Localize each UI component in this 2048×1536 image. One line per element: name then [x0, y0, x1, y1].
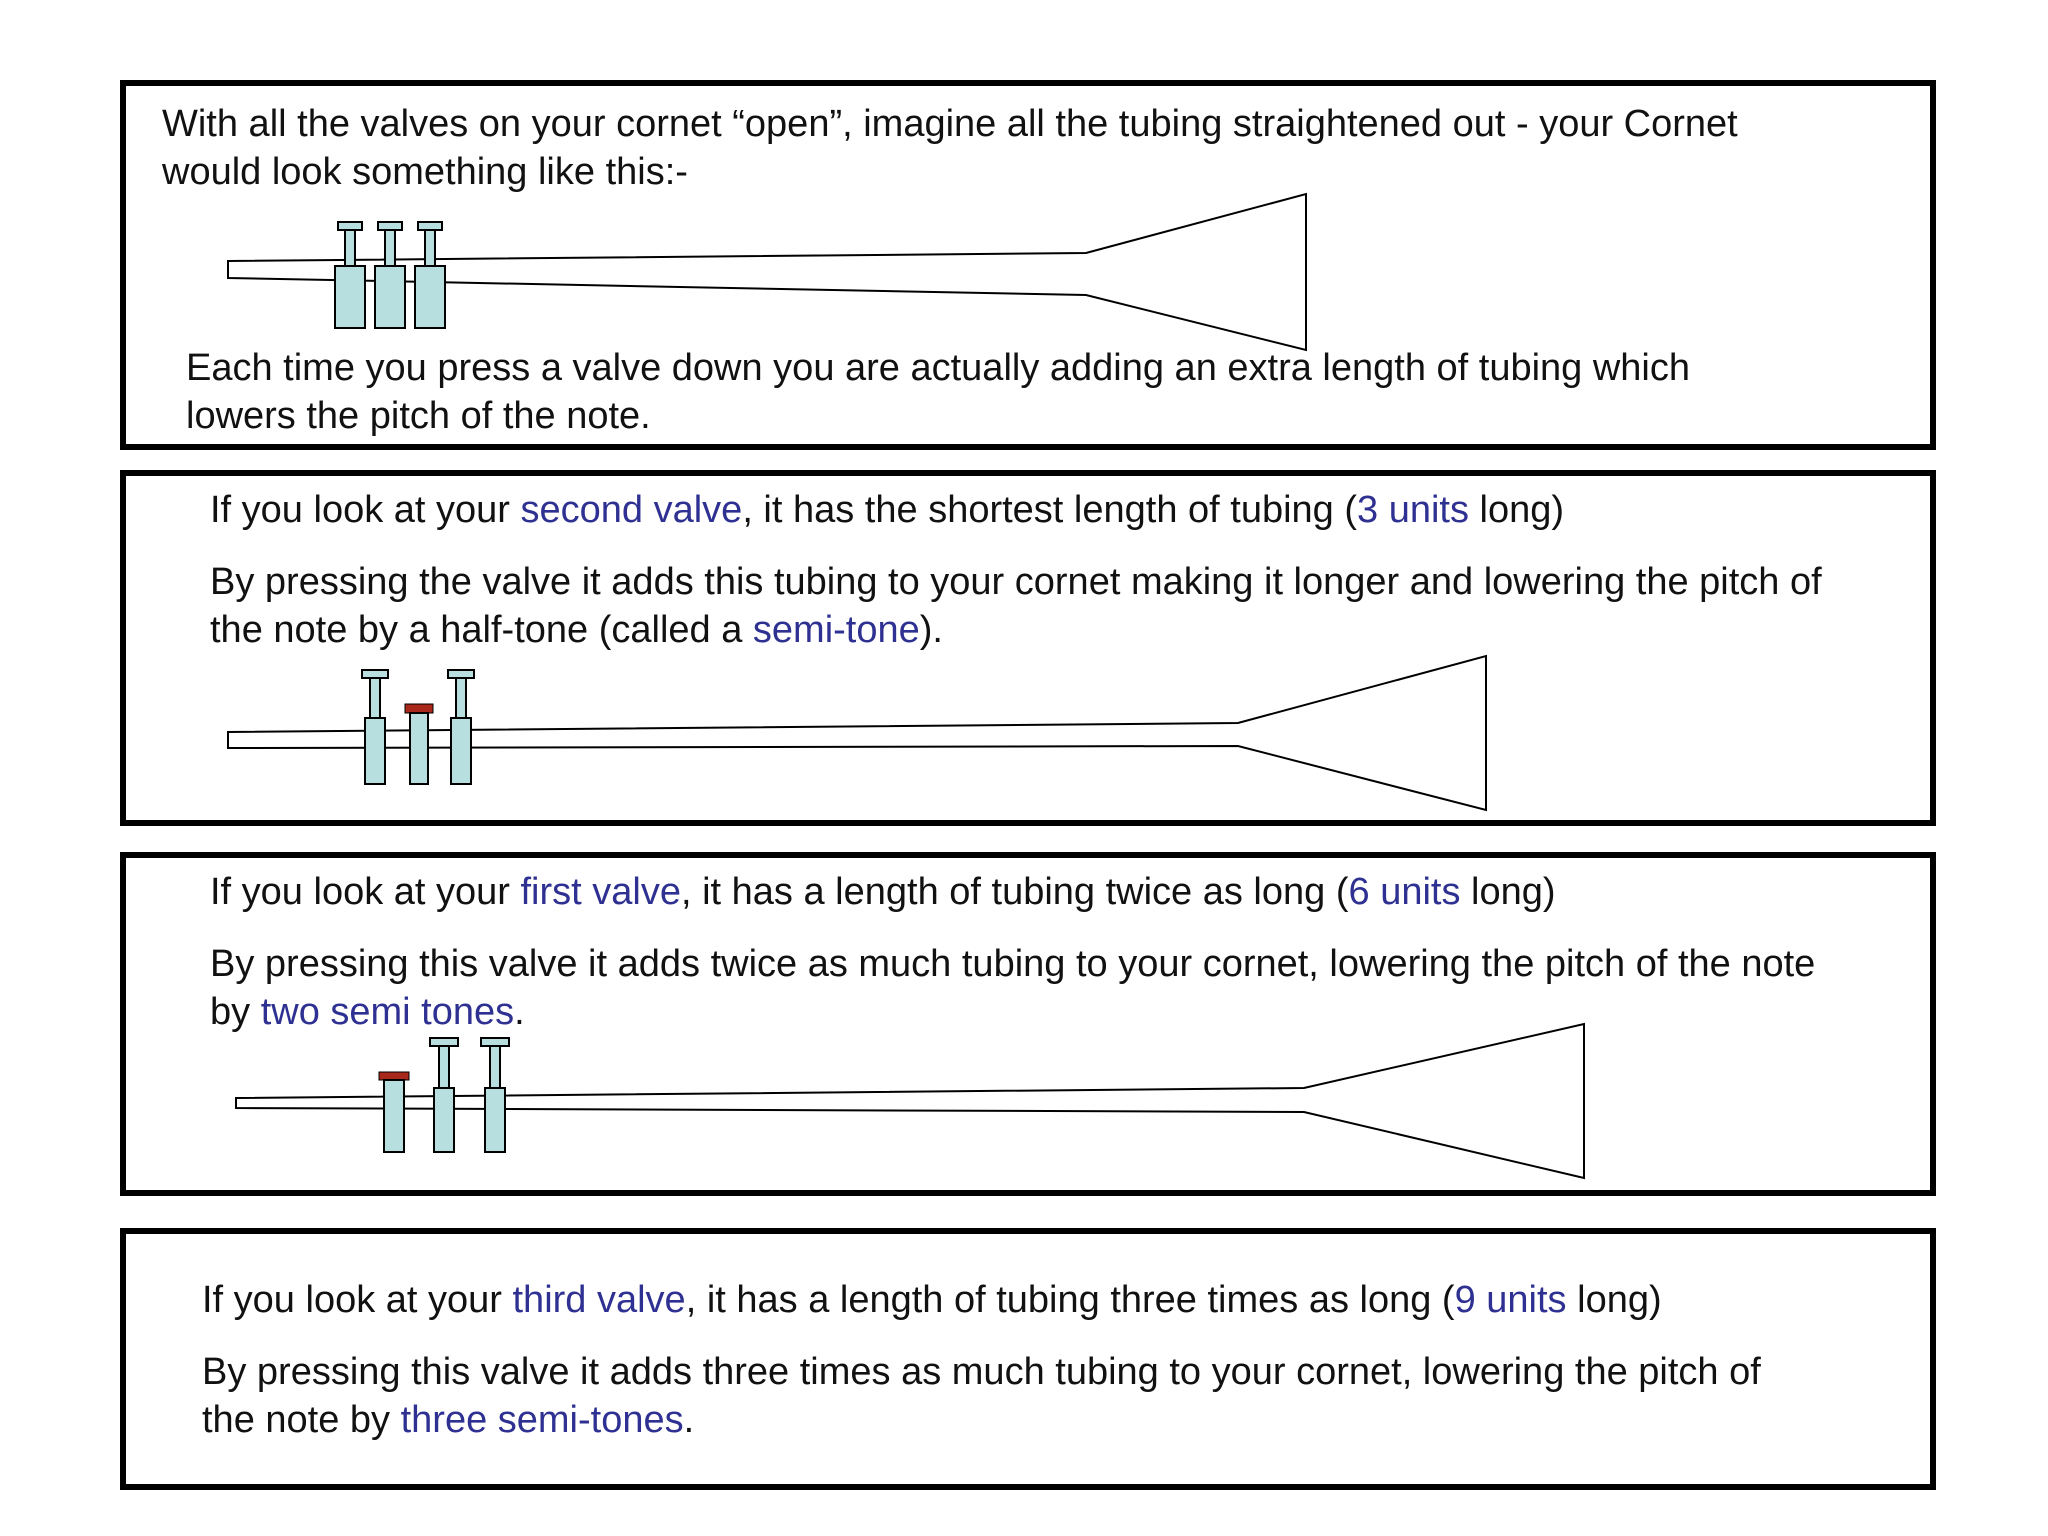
valve-third [414, 221, 446, 329]
highlight-first-valve: first valve [520, 871, 681, 913]
panel-first-valve: If you look at your first valve, it has … [120, 852, 1936, 1196]
third-valve-line-1: If you look at your third valve, it has … [202, 1276, 1662, 1324]
text-run: , it has the shortest length of tubing ( [742, 489, 1358, 531]
text-run: If you look at your [202, 1279, 513, 1321]
highlight-3-units: 3 units [1357, 489, 1469, 531]
cornet-diagram-first-pressed [235, 1022, 1585, 1180]
tube-outline [235, 1022, 1585, 1180]
cornet-diagram-second-pressed [227, 654, 1487, 812]
text-run: , it has a length of tubing twice as lon… [680, 871, 1349, 913]
text-run: If you look at your [210, 871, 521, 913]
text-run: the note by a half-tone (called a [210, 609, 753, 651]
text-run: by [210, 991, 261, 1033]
panel-open-valves: With all the valves on your cornet “open… [120, 80, 1936, 450]
highlight-semi-tone: semi-tone [752, 609, 920, 651]
text-run: . [514, 991, 525, 1033]
second-valve-line-2: By pressing the valve it adds this tubin… [210, 561, 1822, 603]
text-run: , it has a length of tubing three times … [685, 1279, 1455, 1321]
highlight-second-valve: second valve [520, 489, 743, 531]
valve-first [334, 221, 366, 329]
valve-first-pressed [378, 1071, 410, 1153]
valve-second [429, 1037, 459, 1153]
valve-first [361, 669, 389, 785]
intro-line-1: With all the valves on your cornet “open… [162, 103, 1738, 145]
text-run: long) [1566, 1279, 1662, 1321]
valve-second-pressed [404, 703, 434, 785]
highlight-third-valve: third valve [512, 1279, 686, 1321]
highlight-6-units: 6 units [1348, 871, 1461, 913]
second-valve-line-3: the note by a half-tone (called a semi-t… [210, 606, 943, 654]
cornet-diagram-open [227, 192, 1307, 352]
first-valve-line-3: by two semi tones. [210, 988, 525, 1036]
first-valve-line-1: If you look at your first valve, it has … [210, 868, 1556, 916]
panel-third-valve: If you look at your third valve, it has … [120, 1228, 1936, 1490]
first-valve-line-2: By pressing this valve it adds twice as … [210, 943, 1816, 985]
text-run: long) [1468, 489, 1565, 531]
intro-line-2: would look something like this:- [162, 151, 688, 193]
highlight-9-units: 9 units [1454, 1279, 1567, 1321]
valve-third [480, 1037, 510, 1153]
explain-line-1: Each time you press a valve down you are… [186, 347, 1691, 389]
highlight-two-semi-tones: two semi tones [260, 991, 515, 1033]
highlight-three-semi-tones: three semi-tones [400, 1399, 684, 1441]
third-valve-line-2: By pressing this valve it adds three tim… [202, 1351, 1761, 1393]
explain-line-2: lowers the pitch of the note. [186, 395, 651, 437]
text-run: the note by [202, 1399, 401, 1441]
text-run: . [683, 1399, 695, 1441]
third-valve-line-3: the note by three semi-tones. [202, 1396, 694, 1444]
text-run: ). [919, 609, 943, 651]
second-valve-line-1: If you look at your second valve, it has… [210, 486, 1564, 534]
panel-second-valve: If you look at your second valve, it has… [120, 470, 1936, 826]
tube-outline [227, 192, 1307, 352]
text-run: If you look at your [210, 489, 521, 531]
text-run: long) [1460, 871, 1556, 913]
valve-third [447, 669, 475, 785]
tube-outline [227, 654, 1487, 812]
valve-second [374, 221, 406, 329]
